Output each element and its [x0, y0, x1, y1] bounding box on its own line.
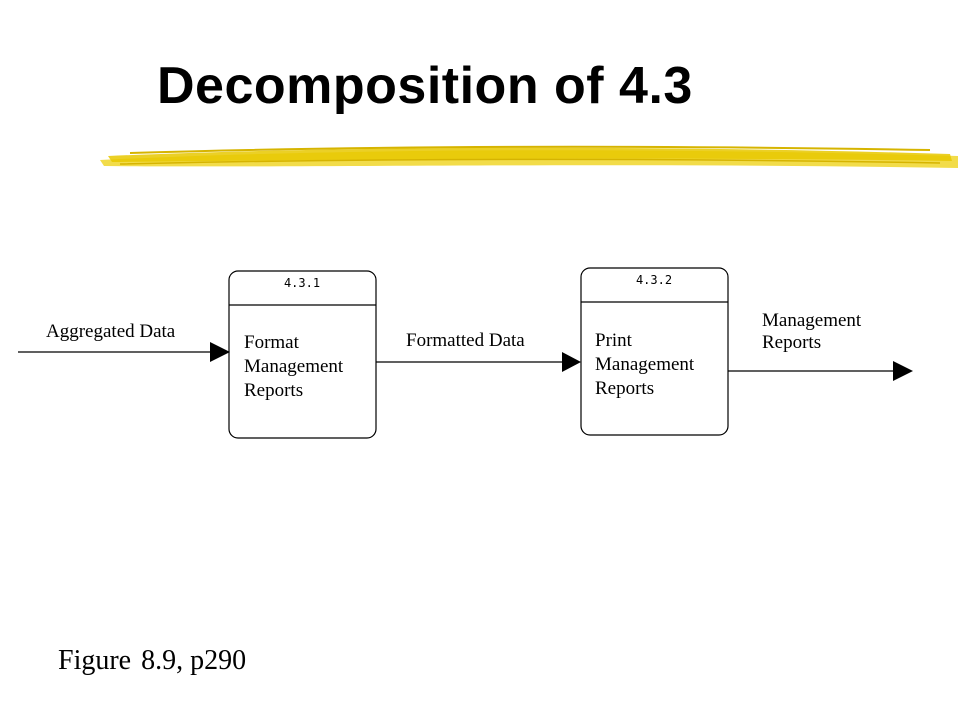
caption-reference: 8.9, p290 [141, 645, 247, 676]
flow-formatted-data: Formatted Data [376, 330, 581, 372]
process-id: 4.3.2 [636, 273, 672, 287]
process-4-3-1: 4.3.1 Format Management Reports [228, 270, 377, 439]
flow-arrowhead [562, 352, 581, 372]
highlighter-underline [100, 145, 958, 168]
process-name-line: Reports [244, 380, 303, 401]
highlighter-streak [119, 158, 941, 165]
process-name-line: Format [244, 332, 300, 353]
process-id: 4.3.1 [284, 276, 320, 290]
caption-figure: Figure [58, 645, 132, 676]
flow-arrowhead [893, 361, 913, 381]
process-box [580, 267, 729, 436]
highlighter-stroke-dark [108, 147, 952, 162]
process-name-line: Print [595, 330, 633, 351]
flow-arrowhead [210, 342, 230, 362]
flow-aggregated-data: Aggregated Data [18, 321, 230, 362]
figure-caption: Figure 8.9, p290 [58, 645, 256, 677]
process-name-line: Reports [595, 378, 654, 399]
slide-title: Decomposition of 4.3 [157, 57, 693, 115]
highlighter-streak [129, 145, 931, 154]
process-name-line: Management [595, 354, 695, 375]
process-box [228, 270, 377, 439]
flow-label: Aggregated Data [46, 321, 176, 342]
flow-management-reports: Management Reports [728, 310, 913, 381]
process-name-line: Management [244, 356, 344, 377]
flow-label-line: Reports [762, 332, 821, 353]
process-4-3-2: 4.3.2 Print Management Reports [580, 267, 729, 436]
flow-label: Formatted Data [406, 330, 525, 351]
flow-label-line: Management [762, 310, 862, 331]
